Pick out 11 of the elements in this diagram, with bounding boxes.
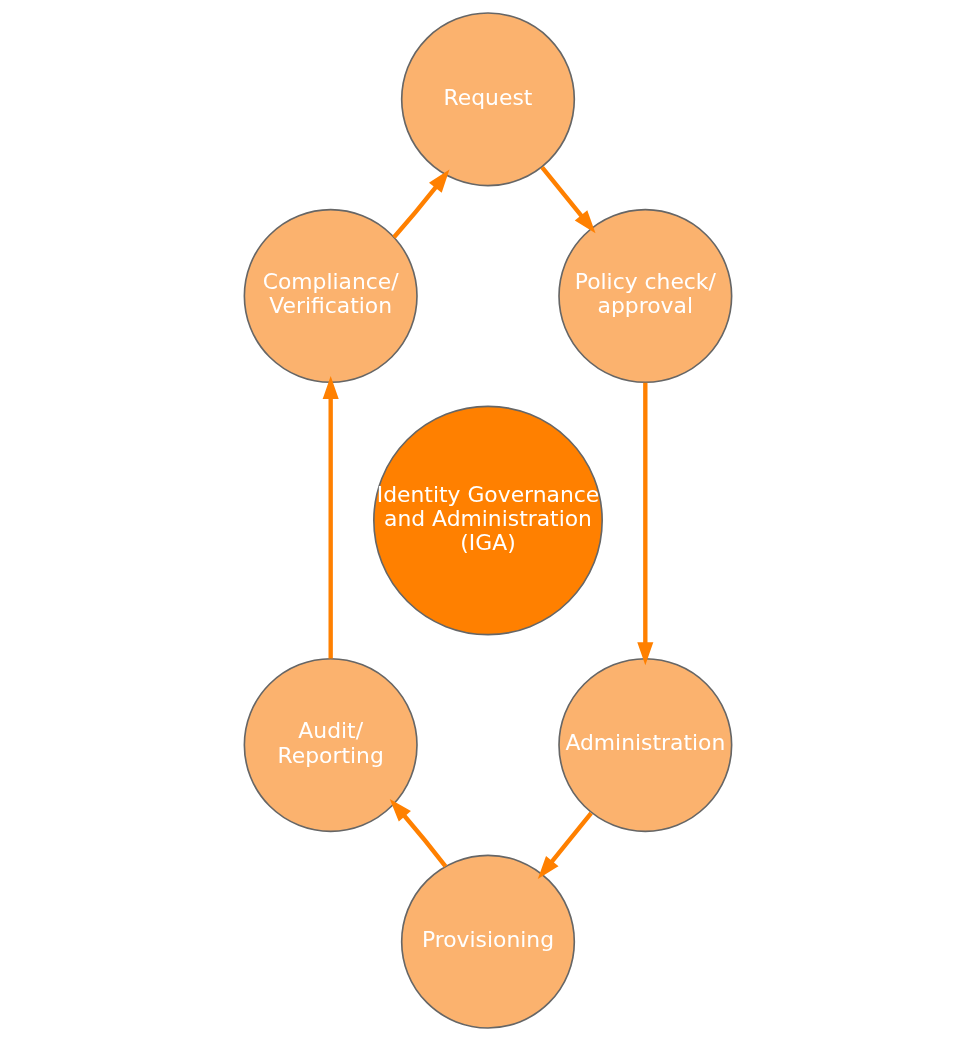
node-circle: Identity Governance and Administration (IGA) bbox=[373, 405, 603, 636]
node-circle: Compliance/ Verification bbox=[243, 208, 418, 384]
node-circle: Audit/ Reporting bbox=[243, 657, 418, 833]
arrow bbox=[322, 376, 339, 659]
node-circle: Administration bbox=[558, 657, 733, 833]
arrow bbox=[392, 169, 450, 239]
arrow bbox=[389, 798, 448, 868]
arrow bbox=[637, 382, 654, 666]
arrow bbox=[540, 166, 596, 234]
arrow bbox=[537, 811, 593, 879]
node-circle: Request bbox=[400, 12, 576, 187]
